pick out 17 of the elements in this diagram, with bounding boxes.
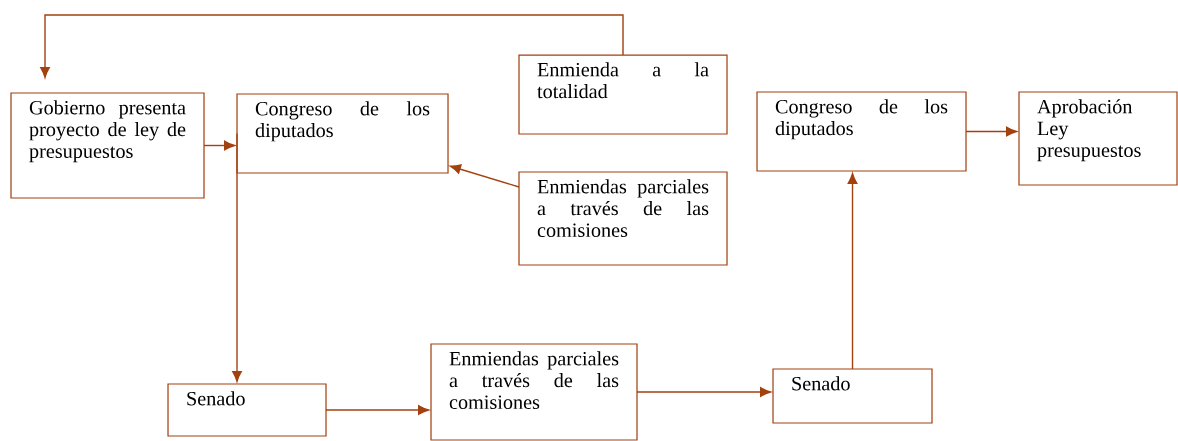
process-box: Aprobación Ley presupuestos	[1018, 91, 1178, 186]
process-box: Senado	[772, 368, 933, 424]
process-box: Enmiendas parciales a través de las comisiones	[430, 343, 638, 441]
process-box: Congreso de los diputados	[236, 93, 449, 174]
process-box: Gobierno presenta proyecto de ley de presupuestos	[10, 92, 205, 199]
arrow	[847, 172, 858, 370]
arrow	[325, 405, 430, 415]
process-box: Enmiendas parciales a través de las comisiones	[518, 171, 728, 266]
arrow	[203, 140, 236, 151]
arrow	[232, 132, 242, 383]
arrow	[449, 164, 520, 188]
arrow	[965, 126, 1018, 137]
arrow	[40, 14, 624, 79]
arrow	[636, 387, 772, 397]
process-box: Enmienda a la totalidad	[518, 54, 728, 135]
process-box: Congreso de los diputados	[756, 91, 967, 172]
process-box: Senado	[167, 383, 327, 437]
